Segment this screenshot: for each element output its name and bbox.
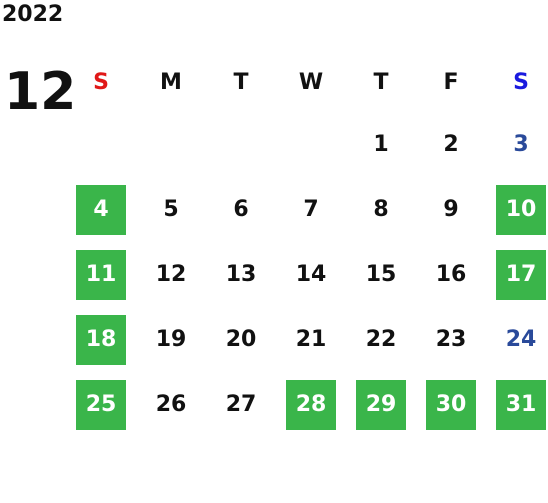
day-cell: 10 xyxy=(486,177,548,242)
day-cell: 6 xyxy=(206,177,276,242)
day-cell: 27 xyxy=(206,372,276,437)
empty-day-cell xyxy=(136,112,206,177)
day-cell: 1 xyxy=(346,112,416,177)
holiday-day-number: 17 xyxy=(496,249,546,300)
holiday-day-number: 28 xyxy=(286,379,336,430)
holiday-day-number: 4 xyxy=(76,184,126,235)
day-number: 12 xyxy=(155,262,187,287)
weekday-header: W xyxy=(298,69,324,95)
day-number: 5 xyxy=(163,197,179,222)
day-number: 27 xyxy=(225,392,257,417)
day-cell: 14 xyxy=(276,242,346,307)
holiday-day-number: 30 xyxy=(426,379,476,430)
day-number: 21 xyxy=(295,327,327,352)
day-cell: 2 xyxy=(416,112,486,177)
weekday-header: S xyxy=(513,69,529,95)
day-number: 9 xyxy=(443,197,459,222)
day-cell: 29 xyxy=(346,372,416,437)
day-number xyxy=(216,120,266,170)
day-cell: 19 xyxy=(136,307,206,372)
day-number: 22 xyxy=(365,327,397,352)
day-cell: 3 xyxy=(486,112,548,177)
day-number: 16 xyxy=(435,262,467,287)
holiday-day-number: 18 xyxy=(76,314,126,365)
day-cell: 18 xyxy=(66,307,136,372)
holiday-day-number: 29 xyxy=(356,379,406,430)
weekday-header: S xyxy=(93,69,109,95)
day-cell: 21 xyxy=(276,307,346,372)
day-cell: 30 xyxy=(416,372,486,437)
day-number: 13 xyxy=(225,262,257,287)
day-cell: 22 xyxy=(346,307,416,372)
day-cell: 8 xyxy=(346,177,416,242)
holiday-day-number: 25 xyxy=(76,379,126,430)
day-number: 15 xyxy=(365,262,397,287)
day-cell: 24 xyxy=(486,307,548,372)
day-cell: 25 xyxy=(66,372,136,437)
day-number: 14 xyxy=(295,262,327,287)
weekday-header: F xyxy=(443,69,459,95)
day-cell: 31 xyxy=(486,372,548,437)
day-number: 7 xyxy=(303,197,319,222)
day-number: 24 xyxy=(505,327,537,352)
day-cell: 28 xyxy=(276,372,346,437)
day-cell: 16 xyxy=(416,242,486,307)
weekday-header: T xyxy=(233,69,249,95)
holiday-day-number: 31 xyxy=(496,379,546,430)
day-number: 8 xyxy=(373,197,389,222)
day-number: 6 xyxy=(233,197,249,222)
day-number: 1 xyxy=(373,132,389,157)
day-cell: 13 xyxy=(206,242,276,307)
day-cell: 9 xyxy=(416,177,486,242)
day-cell: 5 xyxy=(136,177,206,242)
year-label: 2022 xyxy=(2,2,64,27)
day-cell: 4 xyxy=(66,177,136,242)
day-number: 2 xyxy=(443,132,459,157)
weekday-header: T xyxy=(373,69,389,95)
day-number: 3 xyxy=(513,132,529,157)
empty-day-cell xyxy=(206,112,276,177)
day-number: 20 xyxy=(225,327,257,352)
day-cell: 12 xyxy=(136,242,206,307)
empty-day-cell xyxy=(66,112,136,177)
day-cell: 17 xyxy=(486,242,548,307)
day-cell: 26 xyxy=(136,372,206,437)
weekday-header: M xyxy=(160,69,182,95)
holiday-day-number: 11 xyxy=(76,249,126,300)
day-number: 19 xyxy=(155,327,187,352)
day-number: 26 xyxy=(155,392,187,417)
day-cell: 7 xyxy=(276,177,346,242)
day-cell: 23 xyxy=(416,307,486,372)
day-number xyxy=(146,120,196,170)
holiday-day-number: 10 xyxy=(496,184,546,235)
month-label: 12 xyxy=(4,62,77,122)
day-number xyxy=(286,120,336,170)
empty-day-cell xyxy=(276,112,346,177)
day-cell: 11 xyxy=(66,242,136,307)
day-number: 23 xyxy=(435,327,467,352)
day-number xyxy=(76,120,126,170)
day-cell: 15 xyxy=(346,242,416,307)
day-cell: 20 xyxy=(206,307,276,372)
